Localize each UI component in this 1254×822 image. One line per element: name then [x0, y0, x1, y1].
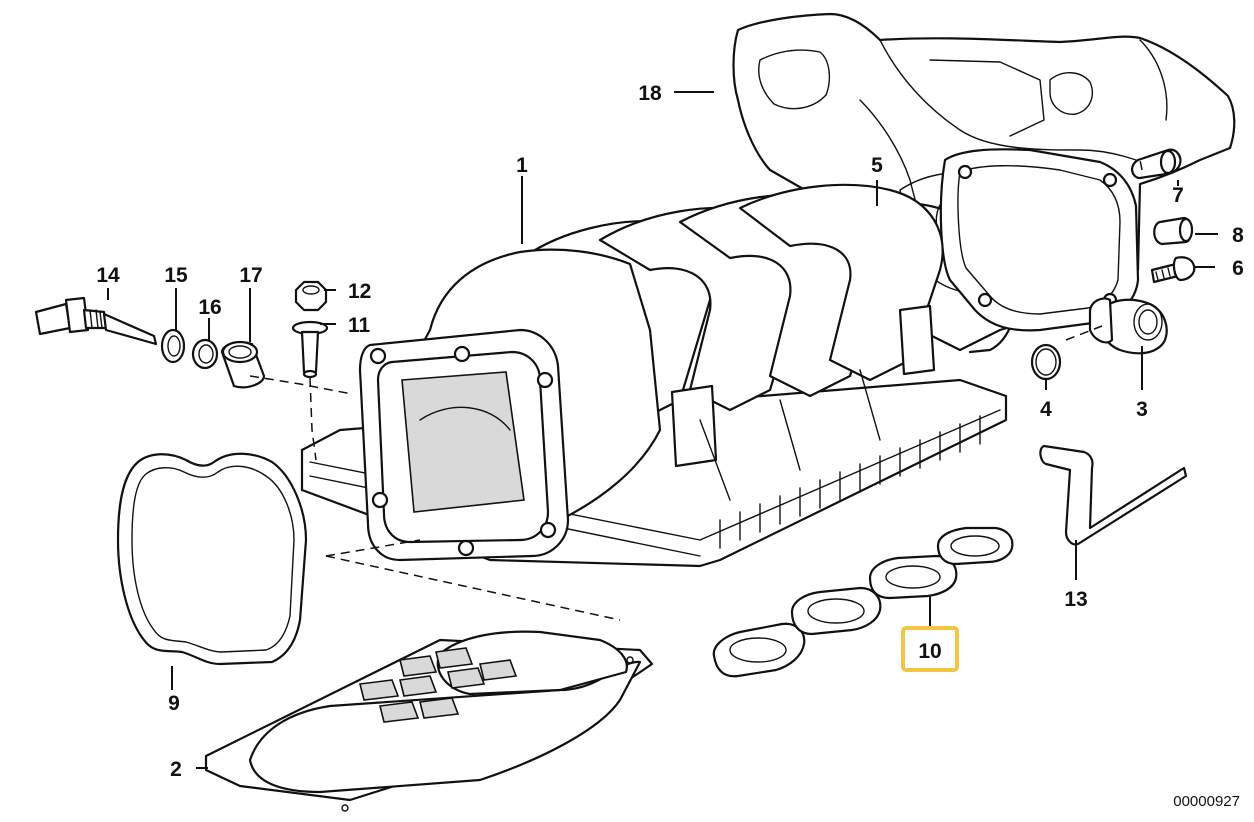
- part-10-port-gasket: [712, 526, 1014, 678]
- part-9-gasket: [116, 452, 308, 666]
- cover-plate-pads: [359, 647, 518, 723]
- part-6-bolt: [1150, 256, 1196, 284]
- callout-12: 12: [348, 280, 371, 303]
- callout-11: 11: [348, 314, 371, 337]
- part-14-sensor: [34, 296, 158, 346]
- callout-6: 6: [1232, 257, 1244, 280]
- part-4-o-ring: [1030, 343, 1062, 381]
- part-17-bushing: [220, 340, 266, 389]
- assembly-lines: [249, 159, 1143, 621]
- callout-14: 14: [96, 264, 120, 287]
- callout-9: 9: [168, 692, 180, 715]
- callout-4: 4: [1040, 398, 1052, 421]
- part-1-intake-manifold: [300, 183, 1008, 568]
- reference-number: 00000927: [1173, 793, 1240, 810]
- part-11-stud: [291, 320, 329, 379]
- part-7-sleeve: [1131, 148, 1182, 180]
- highlight-box-10: [901, 626, 959, 672]
- callout-leaders: [107, 91, 1218, 769]
- callout-labels: 1 2 3 4 5 6 7 8 9 10 11 12 13 14 15 16 1…: [96, 82, 1244, 781]
- part-2-cover-plate: [204, 630, 654, 812]
- callout-2: 2: [170, 758, 182, 781]
- part-12-nut: [294, 280, 328, 312]
- part-13-bracket: [1039, 444, 1188, 546]
- callout-17: 17: [239, 264, 262, 287]
- part-15-seal-ring: [160, 328, 186, 364]
- part-3-elbow-fitting: [1088, 297, 1168, 355]
- callout-15: 15: [164, 264, 188, 287]
- callout-3: 3: [1136, 398, 1148, 421]
- callout-10: 10: [918, 640, 941, 663]
- callout-16: 16: [198, 296, 221, 319]
- callout-18: 18: [638, 82, 662, 105]
- callout-8: 8: [1232, 224, 1244, 247]
- part-8-sleeve: [1153, 216, 1194, 246]
- callout-5: 5: [871, 154, 883, 177]
- callout-1: 1: [516, 154, 528, 177]
- manifold-rail-ribs: [719, 415, 981, 549]
- callout-7: 7: [1172, 184, 1184, 207]
- part-16-o-ring: [191, 338, 219, 370]
- callout-13: 13: [1064, 588, 1087, 611]
